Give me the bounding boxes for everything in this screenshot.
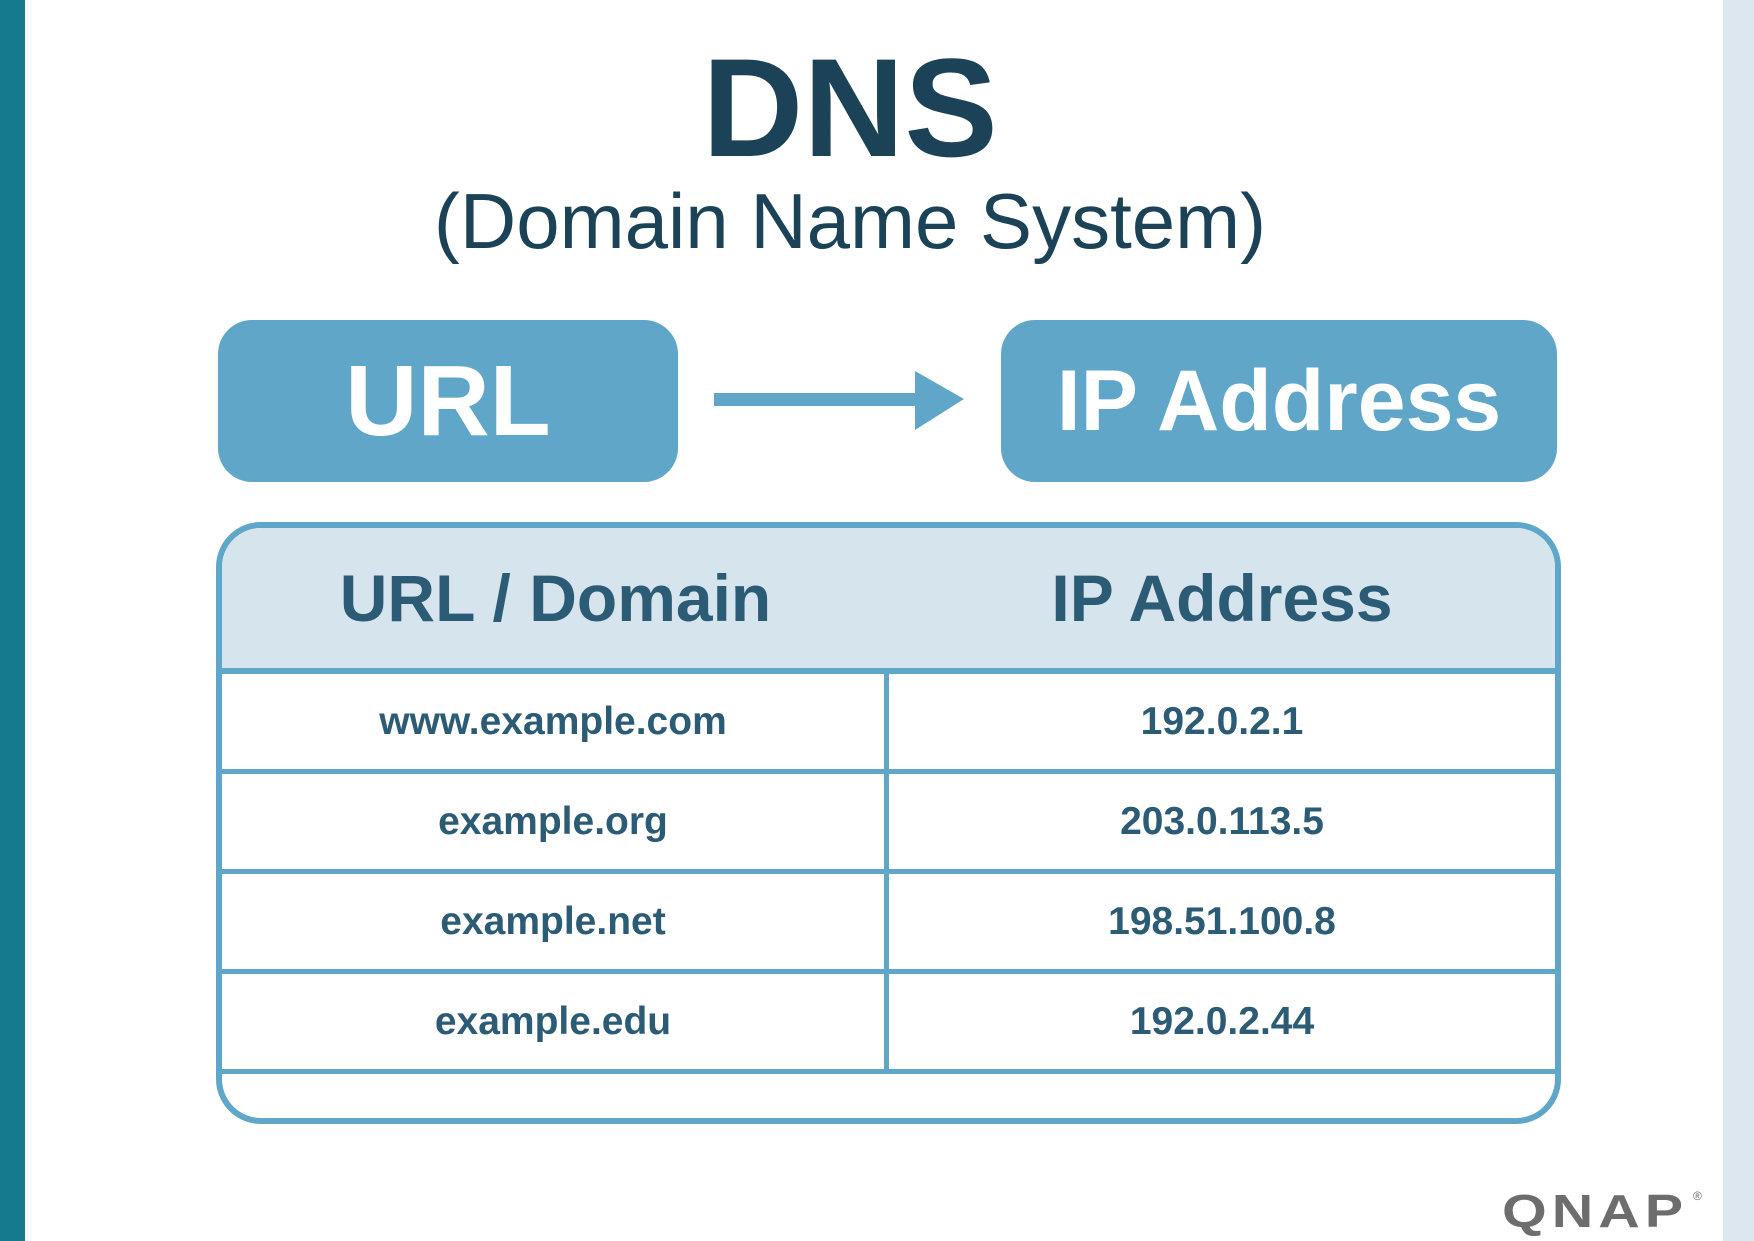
ip-address-box: IP Address (1001, 320, 1557, 482)
right-edge-strip (1723, 0, 1754, 1241)
arrow-shaft (714, 393, 917, 406)
table-row: example.org 203.0.113.5 (222, 774, 1555, 874)
domain-cell: example.org (222, 774, 889, 869)
ip-cell: 198.51.100.8 (1108, 899, 1336, 943)
registered-mark: ® (1693, 1189, 1702, 1203)
ip-address-box-label: IP Address (1056, 352, 1502, 449)
brand-logo: QNAP (1502, 1185, 1689, 1237)
domain-cell: example.edu (222, 974, 889, 1069)
table-header: URL / Domain IP Address (222, 528, 1555, 674)
ip-cell: 192.0.2.1 (1140, 699, 1304, 743)
url-box-label: URL (345, 344, 551, 457)
domain-cell: example.net (222, 874, 889, 969)
right-arrow-icon (714, 371, 964, 430)
arrow-head (915, 371, 964, 430)
left-accent-bar (0, 0, 25, 1241)
ip-cell: 203.0.113.5 (1120, 799, 1324, 843)
page-subtitle: (Domain Name System) (433, 177, 1267, 265)
page-title: DNS (702, 29, 998, 186)
column-header-domain: URL / Domain (339, 561, 772, 635)
dns-lookup-table: URL / Domain IP Address www.example.com … (216, 522, 1561, 1124)
column-header-ip: IP Address (1051, 561, 1393, 635)
ip-cell: 192.0.2.44 (1129, 999, 1315, 1043)
table-row: example.edu 192.0.2.44 (222, 974, 1555, 1074)
table-row: example.net 198.51.100.8 (222, 874, 1555, 974)
domain-cell: www.example.com (222, 674, 889, 769)
url-box: URL (218, 320, 678, 482)
table-row: www.example.com 192.0.2.1 (222, 674, 1555, 774)
